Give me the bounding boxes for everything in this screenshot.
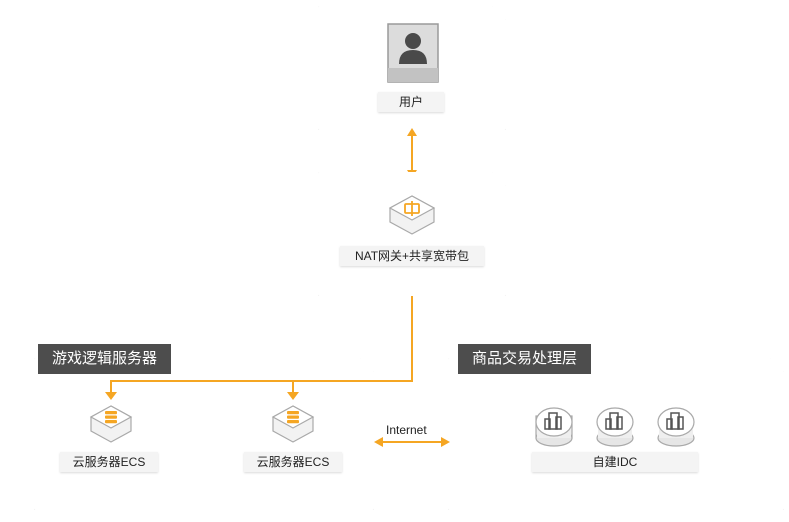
game-server-group-title: 游戏逻辑服务器 xyxy=(38,344,172,374)
wire-nat-down xyxy=(411,296,413,382)
wire-horizontal xyxy=(110,380,413,382)
ecs2-label: 云服务器ECS xyxy=(244,452,342,472)
idc-building-icon xyxy=(596,407,634,447)
internet-label: Internet xyxy=(386,423,427,437)
ecs-server-icon xyxy=(271,405,315,443)
nat-label: NAT网关+共享宽带包 xyxy=(340,246,484,266)
ecs2-arrowhead xyxy=(287,392,299,400)
nat-gateway-icon xyxy=(388,195,436,235)
ecs-server-icon xyxy=(89,405,133,443)
ecs1-label: 云服务器ECS xyxy=(60,452,158,472)
user-label: 用户 xyxy=(378,92,444,112)
trade-layer-group-title: 商品交易处理层 xyxy=(458,344,592,374)
wire-ecs1-drop xyxy=(110,380,112,394)
ecs1-arrowhead xyxy=(105,392,117,400)
wire-ecs2-drop xyxy=(292,380,294,394)
idc-building-icon xyxy=(535,407,573,447)
internet-arrow xyxy=(374,437,450,447)
idc-label: 自建IDC xyxy=(532,452,698,472)
user-nat-arrow xyxy=(407,128,417,178)
idc-building-icon xyxy=(657,407,695,447)
user-avatar-icon xyxy=(387,23,439,83)
game-server-group xyxy=(34,358,374,510)
